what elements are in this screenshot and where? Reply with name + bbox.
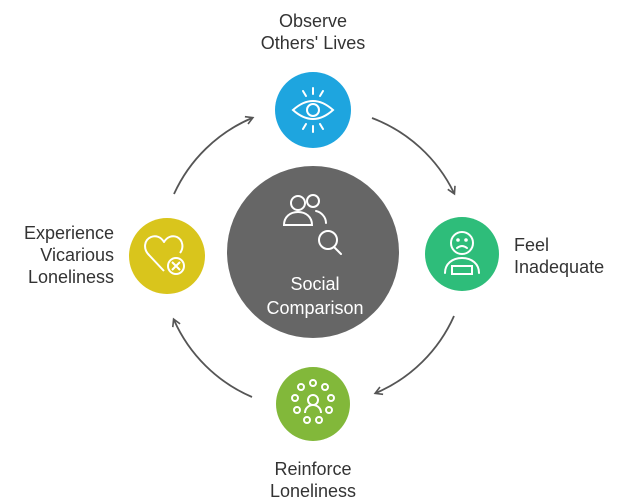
feel-label-line1: Feel: [514, 235, 550, 255]
center-circle: [227, 166, 399, 338]
center-label: Social Comparison: [230, 272, 400, 320]
observe-label: Observe Others' Lives: [233, 10, 393, 54]
reinforce-label-line2: Loneliness: [269, 481, 357, 501]
arrow-reinforce-to-experience: [171, 317, 253, 398]
arrow-observe-to-feel: [371, 117, 456, 196]
isolated-person-icon: [291, 379, 335, 424]
sad-person-icon: [444, 231, 480, 275]
center-label-line1: Social: [290, 274, 340, 294]
experience-label: Experience Vicarious Loneliness: [4, 222, 114, 288]
people-search-icon: [282, 194, 342, 255]
experience-label-line2: Vicarious: [40, 245, 114, 265]
center-label-line2: Comparison: [266, 298, 364, 318]
observe-label-line2: Others' Lives: [260, 33, 366, 53]
experience-label-line1: Experience: [23, 223, 114, 243]
experience-node-circle: [129, 218, 205, 294]
feel-label: Feel Inadequate: [514, 234, 614, 278]
arrow-feel-to-reinforce: [373, 315, 455, 396]
arrow-experience-to-observe: [173, 115, 255, 195]
reinforce-label-line1: Reinforce: [274, 459, 352, 479]
observe-node-circle: [275, 72, 351, 148]
eye-icon: [291, 87, 335, 133]
feel-label-line2: Inadequate: [514, 257, 605, 277]
broken-heart-icon: [144, 235, 185, 275]
observe-label-line1: Observe: [278, 11, 348, 31]
experience-label-line3: Loneliness: [27, 267, 114, 287]
reinforce-label: Reinforce Loneliness: [233, 458, 393, 502]
